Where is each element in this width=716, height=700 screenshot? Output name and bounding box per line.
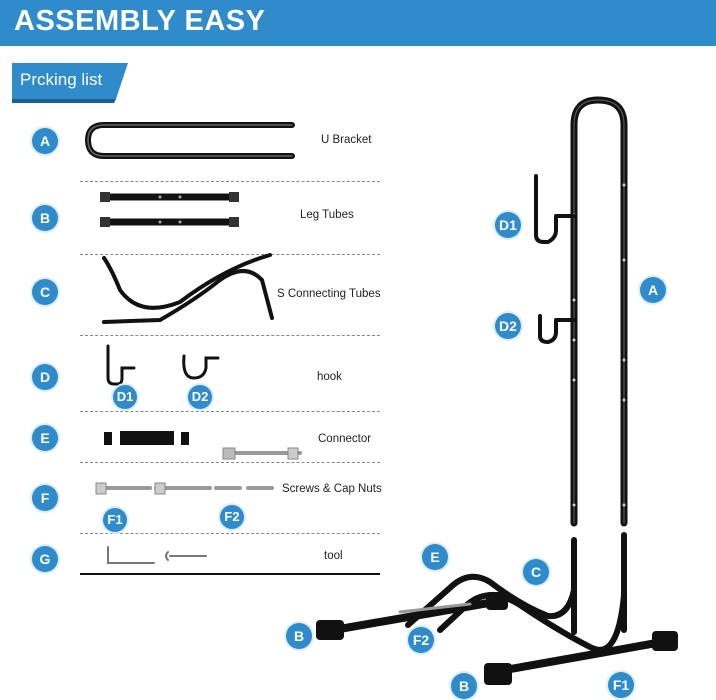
label-tool: tool bbox=[324, 550, 343, 562]
section-label: Prcking list bbox=[20, 70, 103, 89]
diagram-badge-f2: F2 bbox=[408, 627, 434, 653]
separator bbox=[80, 533, 380, 534]
label-connector: Connector bbox=[318, 433, 372, 445]
label-s-connecting-tubes: S Connecting Tubes bbox=[277, 288, 381, 300]
badge-c: C bbox=[32, 279, 58, 305]
list-bottom-rule bbox=[80, 573, 380, 575]
badge-a: A bbox=[32, 128, 58, 154]
badge-f1: F1 bbox=[103, 508, 127, 532]
label-screws-cap-nuts: Screws & Cap Nuts bbox=[282, 483, 382, 495]
hooks-image bbox=[106, 344, 220, 386]
u-bracket-image bbox=[84, 122, 295, 159]
badge-d2: D2 bbox=[188, 385, 212, 409]
badge-f: F bbox=[32, 485, 58, 511]
page-title: ASSEMBLY EASY bbox=[14, 5, 266, 37]
separator bbox=[80, 462, 380, 463]
diagram-badge-d1: D1 bbox=[495, 212, 521, 238]
badge-e: E bbox=[32, 425, 58, 451]
badge-f2: F2 bbox=[220, 505, 244, 529]
diagram-badge-b-left: B bbox=[286, 623, 312, 649]
diagram-badge-d2: D2 bbox=[495, 313, 521, 339]
label-hook: hook bbox=[317, 371, 342, 383]
connector-image bbox=[104, 431, 302, 460]
tools-image bbox=[107, 546, 207, 564]
diagram-badge-a: A bbox=[640, 277, 666, 303]
badge-b: B bbox=[32, 205, 58, 231]
diagram-badge-c: C bbox=[523, 559, 549, 585]
separator bbox=[80, 254, 380, 255]
diagram-badge-e: E bbox=[422, 544, 448, 570]
diagram-badge-f1: F1 bbox=[608, 672, 634, 698]
screws-image bbox=[95, 482, 274, 495]
badge-d: D bbox=[32, 364, 58, 390]
badge-d1: D1 bbox=[113, 385, 137, 409]
separator bbox=[80, 181, 380, 182]
separator bbox=[80, 335, 380, 336]
s-tubes-image bbox=[102, 253, 274, 324]
label-u-bracket: U Bracket bbox=[321, 134, 372, 146]
label-leg-tubes: Leg Tubes bbox=[300, 209, 354, 221]
leg-tubes-image bbox=[100, 192, 239, 227]
badge-g: G bbox=[32, 546, 58, 572]
header-banner bbox=[0, 0, 716, 46]
diagram-badge-b-bottom: B bbox=[451, 673, 477, 699]
separator bbox=[80, 411, 380, 412]
